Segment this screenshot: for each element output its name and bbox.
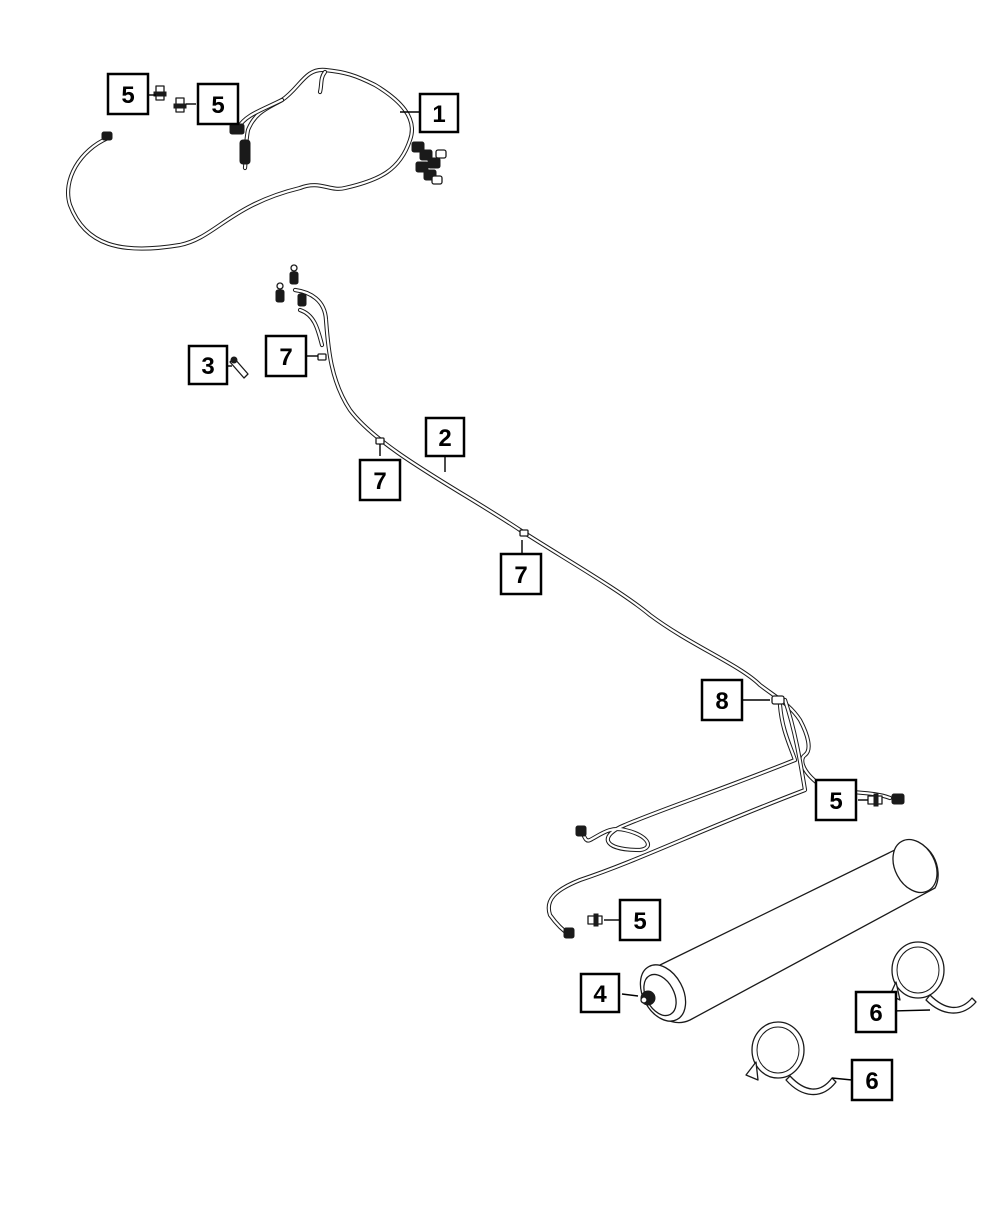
callout-4-label: 4 bbox=[593, 981, 607, 1008]
brake-line-assembly-front bbox=[66, 67, 447, 251]
brake-line-assembly-main bbox=[275, 264, 905, 939]
callout-6-label: 6 bbox=[865, 1068, 878, 1095]
callout-7-label: 7 bbox=[373, 468, 386, 495]
callout-7: 7 bbox=[264, 334, 308, 378]
callout-3: 3 bbox=[187, 344, 229, 386]
callout-1: 1 bbox=[418, 92, 460, 134]
callout-6: 6 bbox=[850, 1058, 894, 1102]
callout-5-label: 5 bbox=[829, 788, 842, 815]
callout-2-label: 2 bbox=[438, 425, 451, 452]
callout-3-label: 3 bbox=[201, 353, 214, 380]
callout-5-label: 5 bbox=[633, 908, 646, 935]
callout-1-label: 1 bbox=[432, 101, 445, 128]
callout-6-label: 6 bbox=[869, 1000, 882, 1027]
fitting-icon bbox=[153, 85, 167, 101]
callout-7-label: 7 bbox=[514, 562, 527, 589]
tank-strap-icon bbox=[745, 1021, 837, 1096]
callout-5-label: 5 bbox=[211, 92, 224, 119]
fitting-icon bbox=[275, 264, 307, 307]
callout-5: 5 bbox=[106, 72, 150, 116]
callout-5: 5 bbox=[618, 898, 662, 942]
hose-connector-cluster bbox=[411, 141, 447, 185]
tank-strap-icon bbox=[889, 941, 977, 1014]
callout-7: 7 bbox=[499, 552, 543, 596]
callout-7-label: 7 bbox=[279, 344, 292, 371]
fitting-icon bbox=[173, 97, 187, 113]
callout-7: 7 bbox=[358, 458, 402, 502]
callout-5-label: 5 bbox=[121, 82, 134, 109]
callout-2: 2 bbox=[424, 416, 466, 458]
fitting-icon bbox=[587, 913, 603, 927]
callout-8-label: 8 bbox=[715, 688, 728, 715]
air-tank-icon bbox=[639, 838, 939, 1024]
callout-5: 5 bbox=[814, 778, 858, 822]
fitting-icon bbox=[867, 793, 883, 807]
bolt-icon bbox=[229, 356, 249, 379]
callout-6: 6 bbox=[854, 990, 898, 1034]
callout-5: 5 bbox=[196, 82, 240, 126]
callout-8: 8 bbox=[700, 678, 744, 722]
callout-4: 4 bbox=[579, 972, 621, 1014]
